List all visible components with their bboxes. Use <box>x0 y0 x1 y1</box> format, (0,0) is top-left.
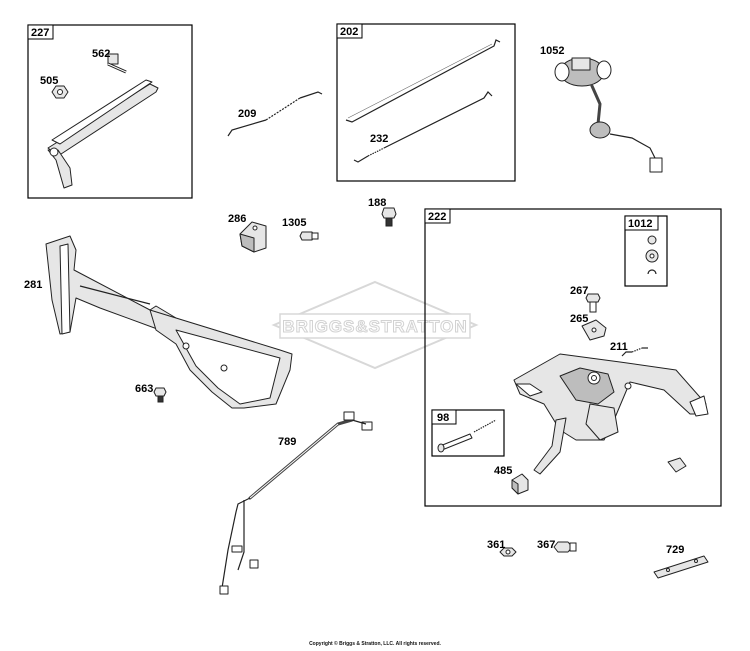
group-98-frame <box>431 409 505 457</box>
group-1012-tag <box>624 215 659 231</box>
screw-188-part[interactable] <box>381 207 397 227</box>
watermark-text: BRIGGS&STRATTON <box>282 317 467 336</box>
spring-211-part[interactable] <box>621 347 648 357</box>
bracket-286-part[interactable] <box>239 221 267 253</box>
group-222: 222 1012 267 265 211 <box>424 208 722 507</box>
part-label-209: 209 <box>238 108 256 120</box>
group-202-frame <box>336 23 516 182</box>
clip-265-part[interactable] <box>581 319 607 341</box>
nut-361-part[interactable] <box>499 547 517 557</box>
part-label-505: 505 <box>40 75 58 87</box>
part-label-729: 729 <box>666 544 684 556</box>
part-label-1052: 1052 <box>540 45 564 57</box>
group-202: 202 232 <box>336 23 516 182</box>
group-227-tag <box>27 24 54 40</box>
bolt-562-part[interactable] <box>107 53 127 74</box>
screw-367-part[interactable] <box>553 541 577 553</box>
part-label-267: 267 <box>570 285 588 297</box>
group-227: 227 562 505 <box>27 24 193 199</box>
part-label-188: 188 <box>368 197 386 209</box>
solenoid-1052-part[interactable] <box>554 57 663 173</box>
pin-spring-98-part[interactable] <box>437 419 497 453</box>
part-label-232: 232 <box>370 133 388 145</box>
screw-1305-part[interactable] <box>299 231 319 241</box>
part-label-789: 789 <box>278 436 296 448</box>
copyright-notice: Copyright © Briggs & Stratton, LLC. All … <box>309 641 441 647</box>
group-202-label: 202 <box>340 26 358 38</box>
nut-505-part[interactable] <box>51 85 69 99</box>
small-clip-part[interactable] <box>667 457 687 473</box>
part-label-562: 562 <box>92 48 110 60</box>
part-label-663: 663 <box>135 383 153 395</box>
part-label-265: 265 <box>570 313 588 325</box>
hardware-kit-1012-part[interactable] <box>645 235 659 275</box>
part-label-211: 211 <box>610 341 628 353</box>
part-label-361: 361 <box>487 539 505 551</box>
group-222-label: 222 <box>428 211 446 223</box>
control-lever-part[interactable] <box>47 79 159 189</box>
screw-267-part[interactable] <box>585 293 601 313</box>
part-label-367: 367 <box>537 539 555 551</box>
throttle-link-rod-part[interactable] <box>345 39 501 123</box>
group-1012-label: 1012 <box>628 218 652 230</box>
group-227-label: 227 <box>31 27 49 39</box>
control-bracket-assembly[interactable] <box>513 353 709 475</box>
group-98-label: 98 <box>437 412 449 424</box>
part-label-1305: 1305 <box>282 217 306 229</box>
cover-281-part[interactable] <box>45 235 293 409</box>
spring-209-part[interactable] <box>227 91 323 137</box>
group-202-tag <box>336 23 363 39</box>
part-label-485: 485 <box>494 465 512 477</box>
screw-663-part[interactable] <box>153 387 167 403</box>
part-label-281: 281 <box>24 279 42 291</box>
choke-rod-spring-232[interactable] <box>353 91 493 163</box>
knob-485-part[interactable] <box>511 473 529 495</box>
group-222-frame <box>424 208 722 507</box>
group-222-tag <box>424 208 451 224</box>
group-98-tag <box>431 409 457 425</box>
part-label-286: 286 <box>228 213 246 225</box>
wire-harness-789-part[interactable] <box>219 411 373 595</box>
strap-729-part[interactable] <box>653 555 709 579</box>
briggs-stratton-watermark: BRIGGS&STRATTON <box>271 280 479 370</box>
group-227-frame <box>27 24 193 199</box>
